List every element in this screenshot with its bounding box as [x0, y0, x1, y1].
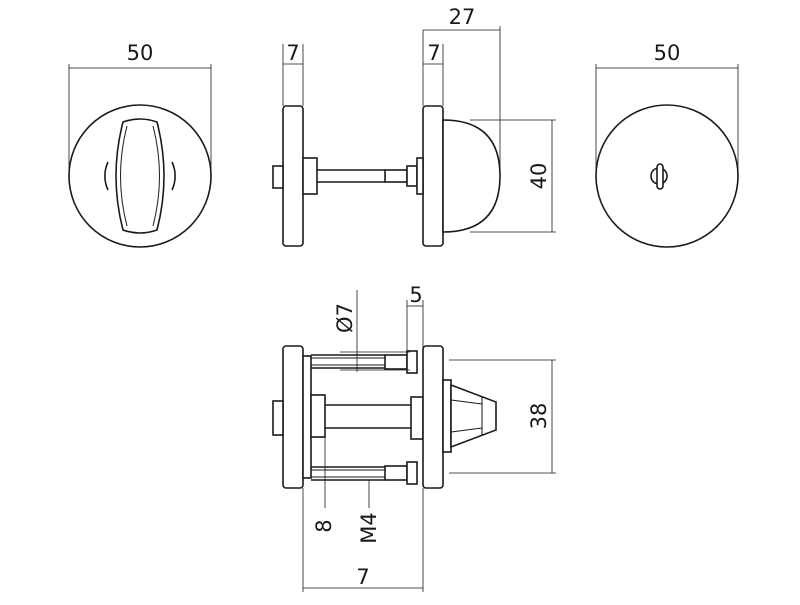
- dim-screw-thread: M4: [357, 480, 381, 544]
- dim-overall-length: 7: [302, 488, 424, 592]
- front-view-turn: [68, 104, 212, 248]
- dim-knob-diameter-label: 40: [527, 163, 551, 190]
- side-view-knob: [416, 105, 501, 247]
- dim-knob-diameter: 40: [470, 119, 556, 233]
- dim-knob-depth-label: 27: [449, 5, 476, 29]
- dim-screw-spacing: 38: [449, 359, 556, 474]
- dim-knob-rosette: 7: [422, 30, 444, 106]
- dim-pin-diameter-label: Ø7: [333, 303, 357, 333]
- dim-knob-rosette-label: 7: [427, 41, 440, 65]
- dim-back-width: 50: [595, 41, 739, 176]
- dim-pin-offset: 5: [406, 283, 424, 352]
- dim-spindle: 8: [312, 432, 336, 533]
- section-view-assembly: [272, 345, 497, 489]
- dim-side-rosette: 7: [282, 41, 304, 106]
- back-view-indicator: [595, 104, 739, 248]
- dim-pin-offset-label: 5: [409, 283, 422, 307]
- dim-back-width-label: 50: [654, 41, 681, 65]
- dim-front-width: 50: [68, 41, 212, 176]
- dim-spindle-label: 8: [312, 519, 336, 532]
- dim-knob-depth: 27: [423, 5, 501, 176]
- dim-screw-thread-label: M4: [357, 512, 381, 543]
- dim-side-rosette-label: 7: [286, 41, 299, 65]
- side-view-rosette: [272, 105, 418, 247]
- dim-overall-length-label: 7: [356, 565, 369, 589]
- dim-pin-diameter: Ø7: [333, 290, 410, 372]
- dim-front-width-label: 50: [127, 41, 154, 65]
- dim-screw-spacing-label: 38: [527, 403, 551, 430]
